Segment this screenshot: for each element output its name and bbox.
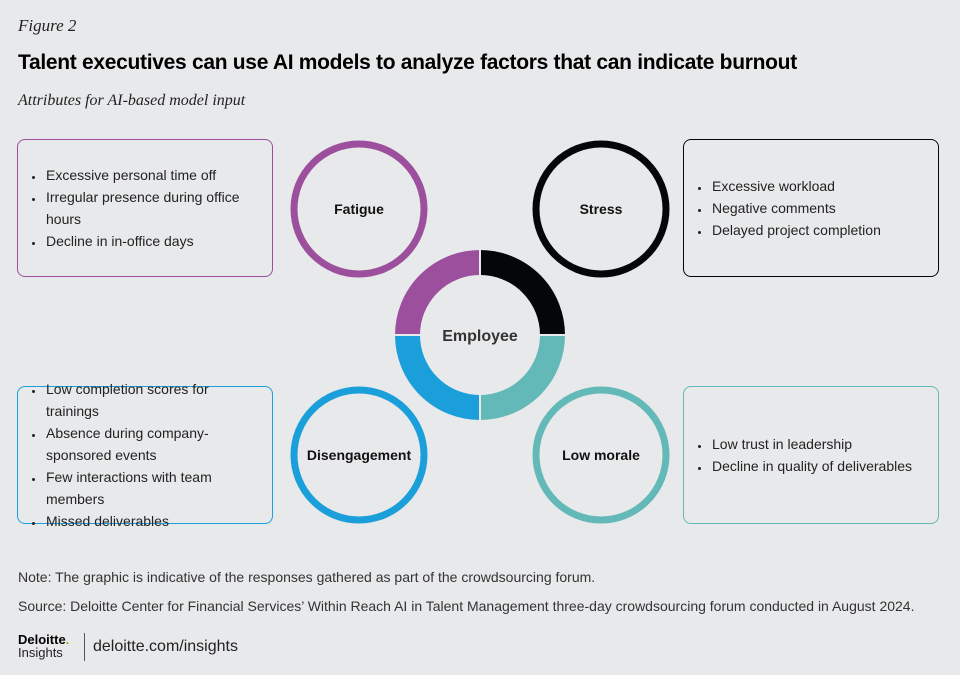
footer-divider (84, 633, 85, 661)
disengagement-attributes-box: Low completion scores for trainingsAbsen… (17, 381, 273, 529)
attribute-item: Delayed project completion (710, 219, 930, 241)
factor-label: Low morale (562, 447, 640, 463)
center-ring-segment (479, 250, 565, 336)
center-ring-segment (395, 334, 481, 420)
attribute-item: Low completion scores for trainings (44, 378, 264, 422)
low-morale-circle (532, 386, 670, 524)
figure-label: Figure 2 (18, 16, 77, 35)
attribute-item: Decline in in-office days (44, 230, 264, 252)
figure-subtitle: Attributes for AI-based model input (18, 92, 246, 109)
attribute-item: Absence during company-sponsored events (44, 422, 264, 466)
center-label: Employee (442, 328, 518, 345)
stress-attributes-box: Excessive workloadNegative commentsDelay… (683, 139, 939, 277)
center-ring-segment (479, 334, 565, 420)
low-morale-attributes-box: Low trust in leadershipDecline in qualit… (683, 386, 939, 524)
attribute-item: Low trust in leadership (710, 433, 930, 455)
factor-label: Fatigue (334, 201, 384, 217)
stress-circle (532, 140, 670, 278)
factor-label: Disengagement (307, 447, 412, 463)
disengagement-circle (290, 386, 428, 524)
deloitte-insights-logo: Deloitte.Insights (18, 632, 70, 660)
attribute-item: Excessive workload (710, 175, 930, 197)
figure-title: Talent executives can use AI models to a… (18, 51, 797, 74)
note-text: Note: The graphic is indicative of the r… (18, 569, 596, 585)
attribute-item: Negative comments (710, 197, 930, 219)
footer-url[interactable]: deloitte.com/insights (93, 638, 238, 655)
center-ring-segment (395, 250, 481, 336)
attribute-item: Few interactions with team members (44, 466, 264, 510)
fatigue-attributes-box: Excessive personal time offIrregular pre… (17, 139, 273, 277)
fatigue-circle (290, 140, 428, 278)
attribute-item: Decline in quality of deliverables (710, 455, 930, 477)
source-text: Source: Deloitte Center for Financial Se… (18, 598, 915, 614)
attribute-item: Irregular presence during office hours (44, 186, 264, 230)
attribute-item: Excessive personal time off (44, 164, 264, 186)
factor-label: Stress (580, 201, 623, 217)
attribute-item: Missed deliverables (44, 510, 264, 532)
